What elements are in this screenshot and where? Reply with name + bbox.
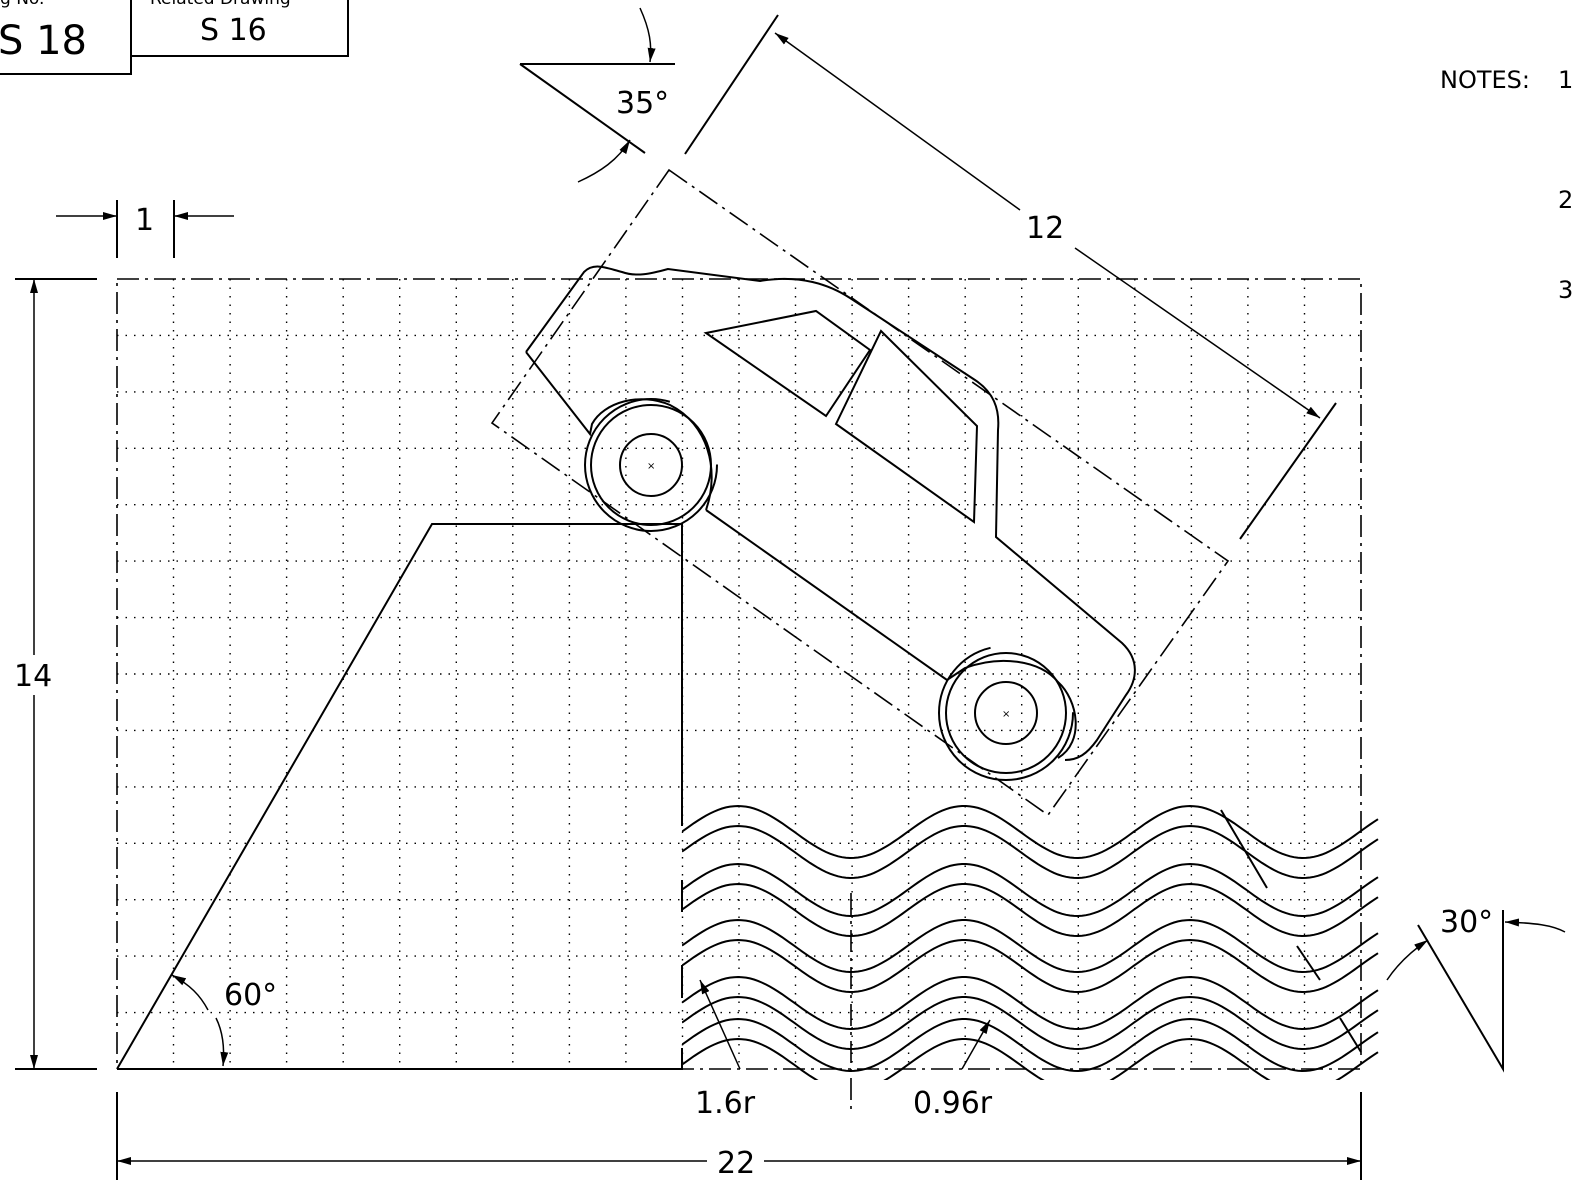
title-block: g No. Related Drawing S 18 S 16: [0, 0, 349, 75]
width-label: 22: [717, 1146, 755, 1181]
front-tire: [945, 652, 1067, 774]
wave-end-caps: [1220, 809, 1362, 1053]
wave-line: [682, 862, 1379, 918]
wave-line: [682, 975, 1379, 1031]
grid-lines: [117, 279, 1361, 1069]
wave-line: [682, 824, 1379, 880]
angle-30-label: 30°: [1440, 905, 1493, 940]
wave-line: [682, 1017, 1379, 1073]
car-bounding-box: [490, 168, 1230, 817]
frame-outline: [116, 278, 1362, 1070]
angle-dimension-60: 60°: [171, 974, 277, 1067]
notes: NOTES: 1 2 3: [1440, 66, 1573, 304]
width-dimension-22: 22: [116, 1092, 1362, 1181]
grid-unit-label: 1: [135, 203, 154, 238]
water-waves: [682, 804, 1379, 1080]
note-3-number: 3: [1558, 276, 1573, 304]
wave-line: [682, 995, 1379, 1051]
height-dimension-14: 14: [14, 278, 97, 1070]
wave-line: [682, 918, 1379, 974]
height-label: 14: [14, 659, 52, 694]
rear-tire: [590, 404, 712, 526]
rear-axle-mark: ×: [647, 461, 655, 472]
front-axle-mark: ×: [1002, 709, 1010, 720]
radius-small-label: 0.96r: [913, 1086, 993, 1121]
drawing-number: S 18: [0, 18, 87, 64]
radius-dimension-small: 0.96r: [913, 1019, 993, 1121]
related-drawing-label: Related Drawing: [150, 0, 291, 9]
note-2-number: 2: [1558, 186, 1573, 214]
rear-fender-arch: [584, 398, 718, 532]
rear-hub: [619, 433, 683, 497]
wave-line: [682, 882, 1379, 938]
car: × ×: [525, 265, 1136, 781]
related-drawing-number: S 16: [200, 13, 267, 48]
background-grid: [117, 279, 1361, 1069]
note-1-number: 1: [1558, 66, 1573, 94]
car-length-label: 12: [1026, 211, 1064, 246]
radius-large-label: 1.6r: [695, 1086, 756, 1121]
drawing-no-label: g No.: [0, 0, 44, 9]
angle-dimension-30: 30°: [1386, 905, 1566, 1073]
front-fender-arch: [938, 645, 1074, 781]
grid-unit-dimension: 1: [56, 200, 234, 258]
front-hub: [974, 681, 1038, 745]
angle-60-label: 60°: [224, 978, 277, 1013]
car-front-window: [703, 309, 872, 418]
wave-line: [682, 938, 1379, 994]
wave-line: [682, 1037, 1379, 1080]
angle-dimension-35: 35°: [519, 7, 675, 183]
car-rear-window: [834, 329, 979, 524]
length-dimension-12: 12: [684, 14, 1337, 540]
wave-line: [682, 804, 1379, 860]
car-body: [525, 265, 1136, 761]
notes-label: NOTES:: [1440, 66, 1530, 94]
ground-line: [117, 1048, 683, 1070]
cliff-outline: [116, 523, 683, 1070]
angle-35-label: 35°: [616, 86, 669, 121]
radius-dimension-large: 1.6r: [695, 979, 756, 1121]
